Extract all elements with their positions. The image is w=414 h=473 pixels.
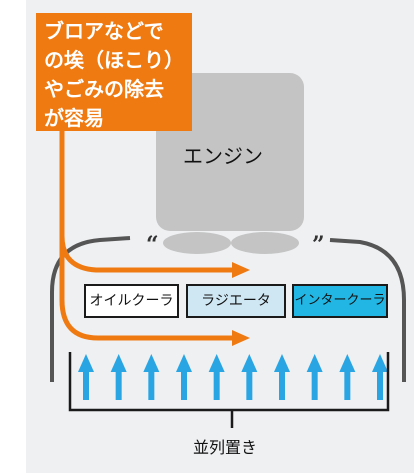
air-up-arrow: [274, 354, 290, 400]
radiator-box: ラジエータ: [186, 284, 286, 318]
callout-line-4: が容易: [44, 106, 104, 130]
cleaning-callout: ブロアなどで の埃（ほこり） やごみの除去 が容易: [36, 13, 192, 131]
air-up-arrow: [339, 354, 356, 400]
callout-line-3: やごみの除去: [44, 77, 164, 101]
oil-cooler-box: オイルクーラ: [84, 284, 179, 318]
air-up-arrow: [372, 354, 388, 400]
air-up-arrow: [306, 354, 323, 400]
air-up-arrow: [176, 354, 192, 400]
parallel-bracket: [68, 352, 390, 412]
engine-block: [156, 73, 304, 231]
engine-mount-left: [163, 232, 231, 254]
air-up-arrow: [208, 354, 225, 400]
airflow-arrow-lower-head: [232, 330, 250, 346]
air-up-arrow: [110, 354, 127, 400]
airflow-arrow-upper-head: [232, 262, 250, 278]
air-up-arrow: [143, 354, 160, 400]
air-up-arrow: [78, 354, 94, 400]
airflow-arrow-lower: [59, 236, 236, 341]
parallel-layout-label: 並列置き: [192, 438, 257, 457]
intercooler-box: インタークーラ: [292, 284, 388, 318]
callout-line-1: ブロアなどで: [44, 19, 164, 43]
engine-label: エンジン: [183, 144, 263, 168]
engine-mount-right: [231, 232, 299, 254]
bay-outline-right: [329, 238, 406, 382]
airflow-up-arrows: [78, 354, 388, 400]
left-quote-mark: “: [146, 232, 159, 258]
callout-line-2: の埃（ほこり）: [44, 48, 184, 72]
air-up-arrow: [241, 354, 258, 400]
right-quote-mark: ”: [312, 232, 325, 258]
